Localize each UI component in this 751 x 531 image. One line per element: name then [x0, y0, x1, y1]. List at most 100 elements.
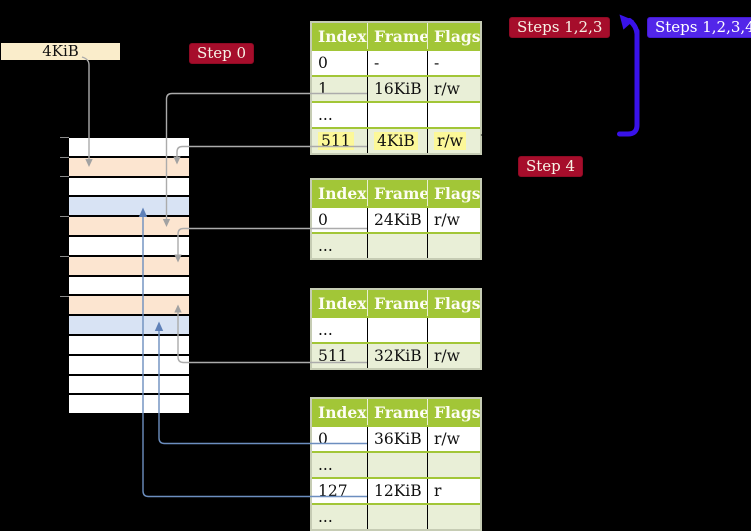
table-cell: 1: [318, 80, 328, 98]
table-cell: 127: [318, 482, 348, 500]
column-header-frame: Frame: [367, 180, 427, 206]
table-cell: -: [367, 51, 427, 75]
highlighted-value: 511: [318, 132, 354, 150]
step-4-label: Step 4: [518, 156, 584, 177]
memory-frame-row-white: [69, 333, 189, 354]
column-header-frame: Frame: [367, 290, 427, 316]
table-cell: [427, 103, 480, 127]
physical-memory-strip: [68, 137, 190, 415]
highlighted-value: r/w: [434, 132, 466, 150]
memory-tick: [60, 296, 69, 297]
column-header-index: Index: [318, 184, 367, 203]
column-header-flags: Flags: [427, 399, 480, 425]
table-cell: ...: [318, 508, 333, 526]
table-cell: ...: [318, 106, 333, 124]
memory-frame-row-orange: [69, 215, 189, 235]
table-cell: ...: [318, 321, 333, 339]
table-cell: [367, 505, 427, 529]
memory-frame-row-orange: [69, 294, 189, 315]
table-cell: [427, 453, 480, 477]
table-row: 0 --: [312, 49, 480, 75]
table-cell: [367, 453, 427, 477]
column-header-index: Index: [318, 403, 367, 422]
memory-frame-row-white: [69, 234, 189, 255]
table-cell: -: [427, 51, 480, 75]
table-row: ...: [312, 316, 480, 342]
table-row: ...: [312, 503, 480, 529]
memory-frame-row-blue: [69, 195, 189, 216]
steps-1-2-3-label: Steps 1,2,3: [509, 17, 611, 38]
table-cell: [367, 103, 427, 127]
steps-loop-arrow: [617, 14, 640, 137]
table-row: 511 4KiB r/w: [312, 127, 480, 153]
table-cell: ...: [318, 237, 333, 255]
table-cell: ...: [318, 456, 333, 474]
column-header-index: Index: [318, 294, 367, 313]
memory-tick: [60, 216, 69, 217]
table-cell: r/w: [427, 77, 480, 101]
memory-frame-row-white: [69, 175, 189, 196]
memory-frame-row-orange: [69, 254, 189, 275]
table-row: ...: [312, 451, 480, 477]
column-header-flags: Flags: [427, 290, 480, 316]
table-cell: 36KiB: [367, 427, 427, 451]
table-cell: 4KiB: [367, 129, 427, 153]
column-header-flags: Flags: [427, 23, 480, 49]
highlighted-value: 4KiB: [374, 132, 418, 150]
memory-frame-row-white: [69, 138, 189, 156]
memory-frame-row-blue: [69, 314, 189, 334]
memory-frame-row-white: [69, 373, 189, 394]
table-cell: 511: [312, 129, 367, 153]
column-header-frame: Frame: [367, 399, 427, 425]
frame-size-label: 4KiB: [1, 43, 120, 60]
table-cell: 24KiB: [367, 208, 427, 232]
table-cell: 32KiB: [367, 344, 427, 368]
column-header-index: Index: [318, 27, 367, 46]
table-cell: [427, 318, 480, 342]
memory-tick: [60, 157, 69, 158]
column-header-flags: Flags: [427, 180, 480, 206]
black-arrow-to-l4-511: [480, 131, 620, 139]
table-cell: r/w: [427, 427, 480, 451]
memory-tick: [60, 137, 69, 138]
table-cell: 0: [318, 211, 328, 229]
table-cell: r/w: [427, 129, 480, 153]
memory-tick: [60, 256, 69, 257]
memory-frame-row-white: [69, 353, 189, 374]
table-cell: [427, 505, 480, 529]
table-cell: r/w: [427, 344, 480, 368]
memory-frame-row-white: [69, 393, 189, 414]
step-0-label: Step 0: [189, 43, 255, 64]
table-cell: 12KiB: [367, 479, 427, 503]
steps-loop-arrowhead: [619, 14, 634, 30]
table-cell: r/w: [427, 208, 480, 232]
table-cell: [427, 234, 480, 258]
table-cell: r: [427, 479, 480, 503]
memory-tick: [60, 176, 69, 177]
column-header-frame: Frame: [367, 23, 427, 49]
table-cell: 16KiB: [367, 77, 427, 101]
table-cell: 511: [318, 347, 348, 365]
table-cell: [367, 234, 427, 258]
memory-frame-row-orange: [69, 155, 189, 176]
memory-frame-row-white: [69, 274, 189, 295]
table-cell: 0: [318, 54, 328, 72]
table-row: ...: [312, 101, 480, 127]
steps-1-2-3-4-label: Steps 1,2,3,4: [647, 17, 751, 38]
table-cell: [367, 318, 427, 342]
table-row: ...: [312, 232, 480, 258]
